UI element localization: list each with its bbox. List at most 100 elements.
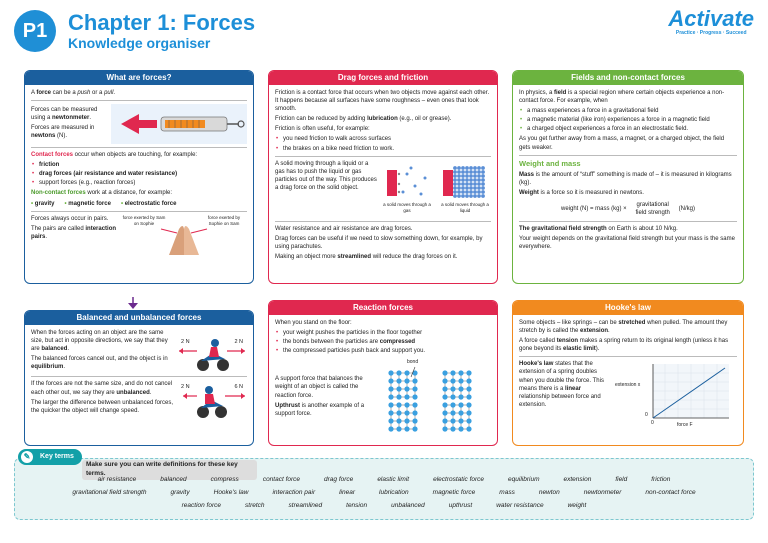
- list-item: support forces (e.g., reaction forces): [31, 179, 247, 187]
- stretch-text: Some objects – like springs – can be str…: [519, 320, 728, 335]
- panel-fields: Fields and non-contact forces In physics…: [512, 70, 744, 284]
- hands-icon: [160, 225, 208, 255]
- key-term: contact force: [262, 476, 301, 483]
- key-term: lubrication: [379, 489, 409, 496]
- hookes-graph: extension x force F 0 0: [613, 360, 737, 430]
- balanced-bike-illustration: 2 N 2 N: [177, 329, 247, 373]
- list-item: the brakes on a bike need friction to wo…: [275, 145, 491, 153]
- speed-change-text: The larger the difference between unbala…: [31, 399, 173, 414]
- key-term: streamlined: [288, 502, 323, 509]
- origin-label-x: 0: [651, 420, 654, 427]
- list-item: friction: [31, 161, 247, 169]
- key-term: tension: [346, 502, 368, 509]
- key-term: field: [615, 476, 628, 483]
- list-item: you need friction to walk across surface…: [275, 135, 491, 143]
- reaction-list: your weight pushes the particles in the …: [275, 329, 491, 355]
- friction-definition: Friction is a contact force that occurs …: [275, 90, 490, 113]
- motorbike-icon: [179, 339, 245, 371]
- key-term: compress: [210, 476, 239, 483]
- label-force-sophie: force exerted by Sophie on Sam: [207, 214, 241, 226]
- key-terms-label: ✎ Key terms: [18, 449, 82, 465]
- list-item: magnetic force: [64, 200, 111, 208]
- caption-gas: a solid moves through a gas: [383, 201, 431, 213]
- key-term: newton: [538, 489, 560, 496]
- equation-unit: (N/kg): [678, 206, 696, 213]
- panel-reaction-forces: Reaction forces When you stand on the fl…: [268, 300, 498, 446]
- key-term: stretch: [245, 502, 265, 509]
- list-item: your weight pushes the particles in the …: [275, 329, 491, 337]
- force-label: 2 N: [234, 339, 243, 345]
- key-term: Hooke's law: [213, 489, 249, 496]
- panel-title: Drag forces and friction: [269, 71, 497, 85]
- list-item: a magnetic material (like iron) experien…: [519, 116, 737, 124]
- balanced-text: When the forces acting on an object are …: [31, 330, 168, 353]
- key-term: non-contact force: [645, 489, 696, 496]
- key-term: water resistance: [496, 502, 544, 509]
- linear-graph-svg: [652, 364, 729, 419]
- key-icon: ✎: [21, 451, 33, 463]
- list-item: gravity: [31, 200, 55, 208]
- force-label: 6 N: [234, 384, 243, 391]
- page-header: P1 Chapter 1: Forces Knowledge organiser…: [0, 0, 768, 62]
- key-term: electrostatic force: [433, 476, 485, 483]
- key-term: newtonmeter: [583, 489, 622, 496]
- upthrust-text: Upthrust is another example of a support…: [275, 402, 365, 417]
- drag-particles-illustration: a solid moves through a gas a solid move…: [381, 160, 491, 218]
- field-examples-list: a mass experiences a force in a gravitat…: [519, 107, 737, 133]
- hookes-law-statement: Hooke's law states that the extension of…: [519, 361, 604, 408]
- key-term: unbalanced: [391, 502, 425, 509]
- key-term: equilibrium: [508, 476, 540, 483]
- key-term: gravitational field strength: [72, 489, 147, 496]
- key-term: elastic limit: [377, 476, 410, 483]
- panel-title: What are forces?: [25, 71, 253, 85]
- weight-mass-heading: Weight and mass: [519, 158, 581, 168]
- equation-left: weight (N) = mass (kg) ×: [560, 206, 627, 213]
- key-term: gravity: [170, 489, 190, 496]
- particle-lattice-diagram: [388, 367, 472, 432]
- page-subtitle: Knowledge organiser: [68, 35, 211, 51]
- key-term: drag force: [324, 476, 354, 483]
- friction-examples-list: you need friction to walk across surface…: [275, 135, 491, 152]
- key-term: friction: [651, 476, 671, 483]
- drag-definition: A solid moving through a liquid or a gas…: [275, 160, 377, 191]
- weight-depends-text: Your weight depends on the gravitational…: [519, 236, 735, 251]
- weight-equation: weight (N) = mass (kg) × gravitational f…: [519, 201, 737, 217]
- equilibrium-text: The balanced forces cancel out, and the …: [31, 356, 168, 371]
- equation-gfs: gravitational field strength: [635, 202, 670, 217]
- interaction-pairs-text: The pairs are called interaction pairs.: [31, 225, 117, 240]
- panel-title: Balanced and unbalanced forces: [25, 311, 253, 325]
- key-terms-row-3: reaction force stretch streamlined tension u…: [14, 502, 754, 511]
- panel-drag-friction: Drag forces and friction Friction is a c…: [268, 70, 498, 284]
- drag-examples-text: Water resistance and air resistance are …: [275, 225, 413, 232]
- tension-text: A force called tension makes a spring re…: [519, 338, 729, 353]
- key-term: extension: [563, 476, 592, 483]
- key-term: reaction force: [181, 502, 222, 509]
- logo-word: Activate: [668, 6, 754, 31]
- arrow-down-icon: [128, 297, 138, 309]
- streamlined-text: Making an object more streamlined will r…: [275, 253, 458, 260]
- noncontact-forces-list: gravity magnetic force electrostatic for…: [31, 200, 247, 208]
- label-force-sam: force exerted by Sam on Sophie: [122, 214, 166, 226]
- contact-forces-intro: Contact forces occur when objects are to…: [31, 152, 198, 159]
- newtons-text: Forces are measured in newtons (N).: [31, 125, 95, 140]
- noncontact-forces-intro: Non-contact forces work at a distance, f…: [31, 190, 173, 197]
- list-item: drag forces (air resistance and water re…: [31, 170, 247, 178]
- newtonmeter-text: Forces can be measured using a newtonmet…: [31, 106, 98, 121]
- motorbike-icon: [183, 386, 245, 419]
- reaction-intro: When you stand on the floor:: [275, 320, 352, 326]
- contact-forces-list: friction drag forces (air resistance and…: [31, 161, 247, 187]
- key-terms-row-2: gravitational field strength gravity Hooke…: [14, 489, 754, 498]
- interaction-pair-illustration: force exerted by Sam on Sophie force exe…: [121, 215, 247, 255]
- list-item: electrostatic force: [121, 200, 177, 208]
- reaction-definition: A support force that balances the weight…: [275, 376, 363, 399]
- force-definition: A force can be a push or a pull.: [31, 90, 116, 96]
- list-item: a charged object experiences a force in …: [519, 125, 737, 133]
- force-label: 2 N: [181, 339, 190, 345]
- gfs-text: The gravitational field strength on Eart…: [519, 226, 678, 233]
- caption-liquid: a solid moves through a liquid: [441, 201, 489, 213]
- x-axis-label: force F: [677, 422, 693, 429]
- field-weaker-text: As you get further away from a mass, a m…: [519, 136, 725, 151]
- list-item: a mass experiences a force in a gravitat…: [519, 107, 737, 115]
- key-term: upthrust: [448, 502, 473, 509]
